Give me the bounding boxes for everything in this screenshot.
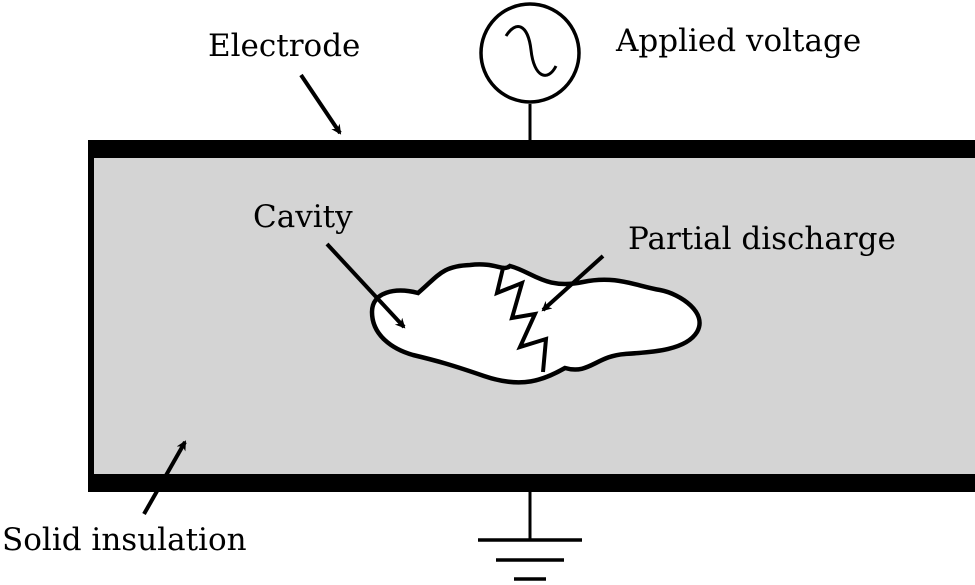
electrode-arrow xyxy=(299,73,342,135)
electrode-label: Electrode xyxy=(208,28,360,64)
bottom-electrode xyxy=(88,474,975,492)
partial-discharge-label: Partial discharge xyxy=(628,221,896,257)
top-electrode xyxy=(88,140,975,158)
cavity-label: Cavity xyxy=(253,199,353,235)
partial-discharge-arrow xyxy=(541,254,605,312)
applied-voltage-label: Applied voltage xyxy=(615,23,861,59)
solid-insulation-arrow xyxy=(142,440,187,515)
ground-icon xyxy=(478,491,582,581)
solid-insulation-label: Solid insulation xyxy=(2,522,247,558)
cavity-shape xyxy=(369,262,702,385)
discharge-spark xyxy=(494,267,549,373)
ac-voltage-source-icon xyxy=(479,2,581,104)
insulation-left-edge xyxy=(88,150,94,484)
cavity-arrow xyxy=(325,242,406,329)
